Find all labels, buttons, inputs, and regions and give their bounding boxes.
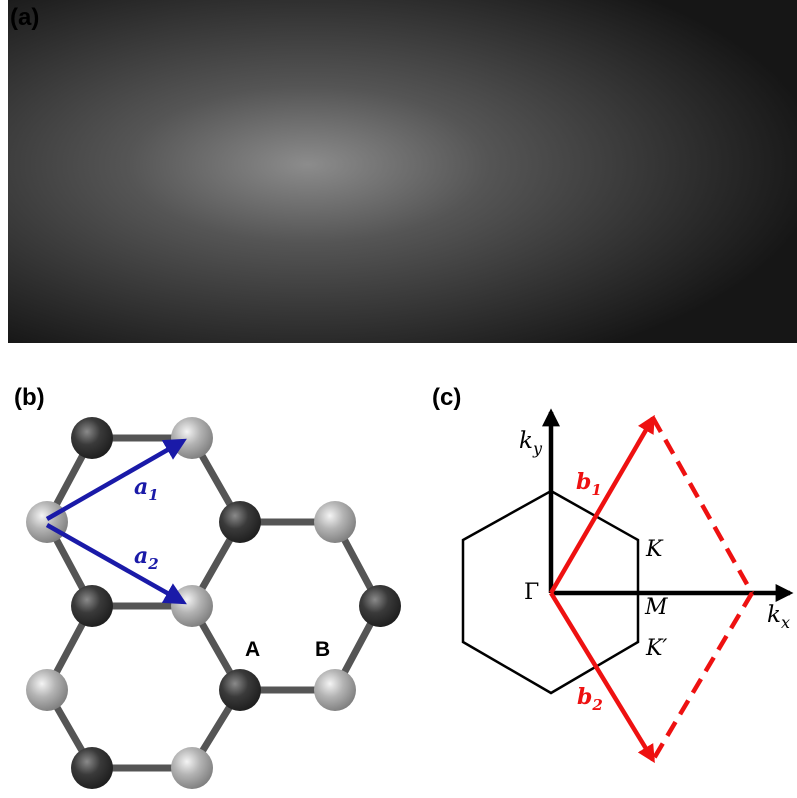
vector-a1-arrow bbox=[45, 438, 187, 521]
M-point-label: M bbox=[644, 595, 668, 620]
graphene-3d-render bbox=[8, 0, 797, 343]
reciprocal-cell-dashed-edge bbox=[651, 416, 754, 595]
site-label-B: B bbox=[315, 638, 330, 661]
atom-b bbox=[171, 747, 213, 789]
atom-b bbox=[314, 501, 356, 543]
K-point-label: K bbox=[645, 537, 664, 562]
atom-b bbox=[26, 669, 68, 711]
brillouin-zone-hexagon bbox=[461, 489, 640, 695]
honeycomb-svg: a1 a2 A B bbox=[26, 417, 401, 789]
atom-a bbox=[71, 417, 113, 459]
panel-label-a: (a) bbox=[10, 4, 40, 31]
atom-a bbox=[71, 747, 113, 789]
atom-a bbox=[359, 585, 401, 627]
atom-b bbox=[171, 417, 213, 459]
vector-b1-arrow bbox=[549, 414, 655, 595]
atom-a bbox=[219, 501, 261, 543]
real-space-lattice: a1 a2 A B bbox=[0, 350, 420, 793]
atom-b bbox=[314, 669, 356, 711]
vector-a2-label: a2 bbox=[134, 543, 159, 573]
brillouin-svg: ky kx b1 b2 Γ K M K′ bbox=[461, 408, 794, 764]
vector-a1-label: a1 bbox=[134, 474, 159, 504]
reciprocal-cell-dashed-edge bbox=[651, 591, 754, 762]
kx-axis-label: kx bbox=[767, 602, 790, 632]
vector-b1-label: b1 bbox=[576, 469, 602, 499]
atom-b bbox=[26, 501, 68, 543]
reciprocal-space: ky kx b1 b2 Γ K M K′ bbox=[420, 350, 797, 793]
vector-b2-label: b2 bbox=[577, 684, 603, 714]
Kprime-point-label: K′ bbox=[645, 636, 667, 661]
panel-label-b: (b) bbox=[14, 384, 45, 411]
graphene-3d-svg bbox=[8, 0, 797, 343]
atom-b bbox=[171, 585, 213, 627]
site-label-A: A bbox=[245, 638, 260, 661]
atom-a bbox=[71, 585, 113, 627]
gamma-point-label: Γ bbox=[524, 580, 539, 605]
atom-a bbox=[219, 669, 261, 711]
panel-label-c: (c) bbox=[432, 384, 462, 411]
vector-b2-arrow bbox=[549, 591, 655, 764]
vector-a2-arrow bbox=[45, 523, 187, 605]
lattice-vectors bbox=[45, 438, 187, 605]
ky-axis-label: ky bbox=[519, 428, 543, 458]
